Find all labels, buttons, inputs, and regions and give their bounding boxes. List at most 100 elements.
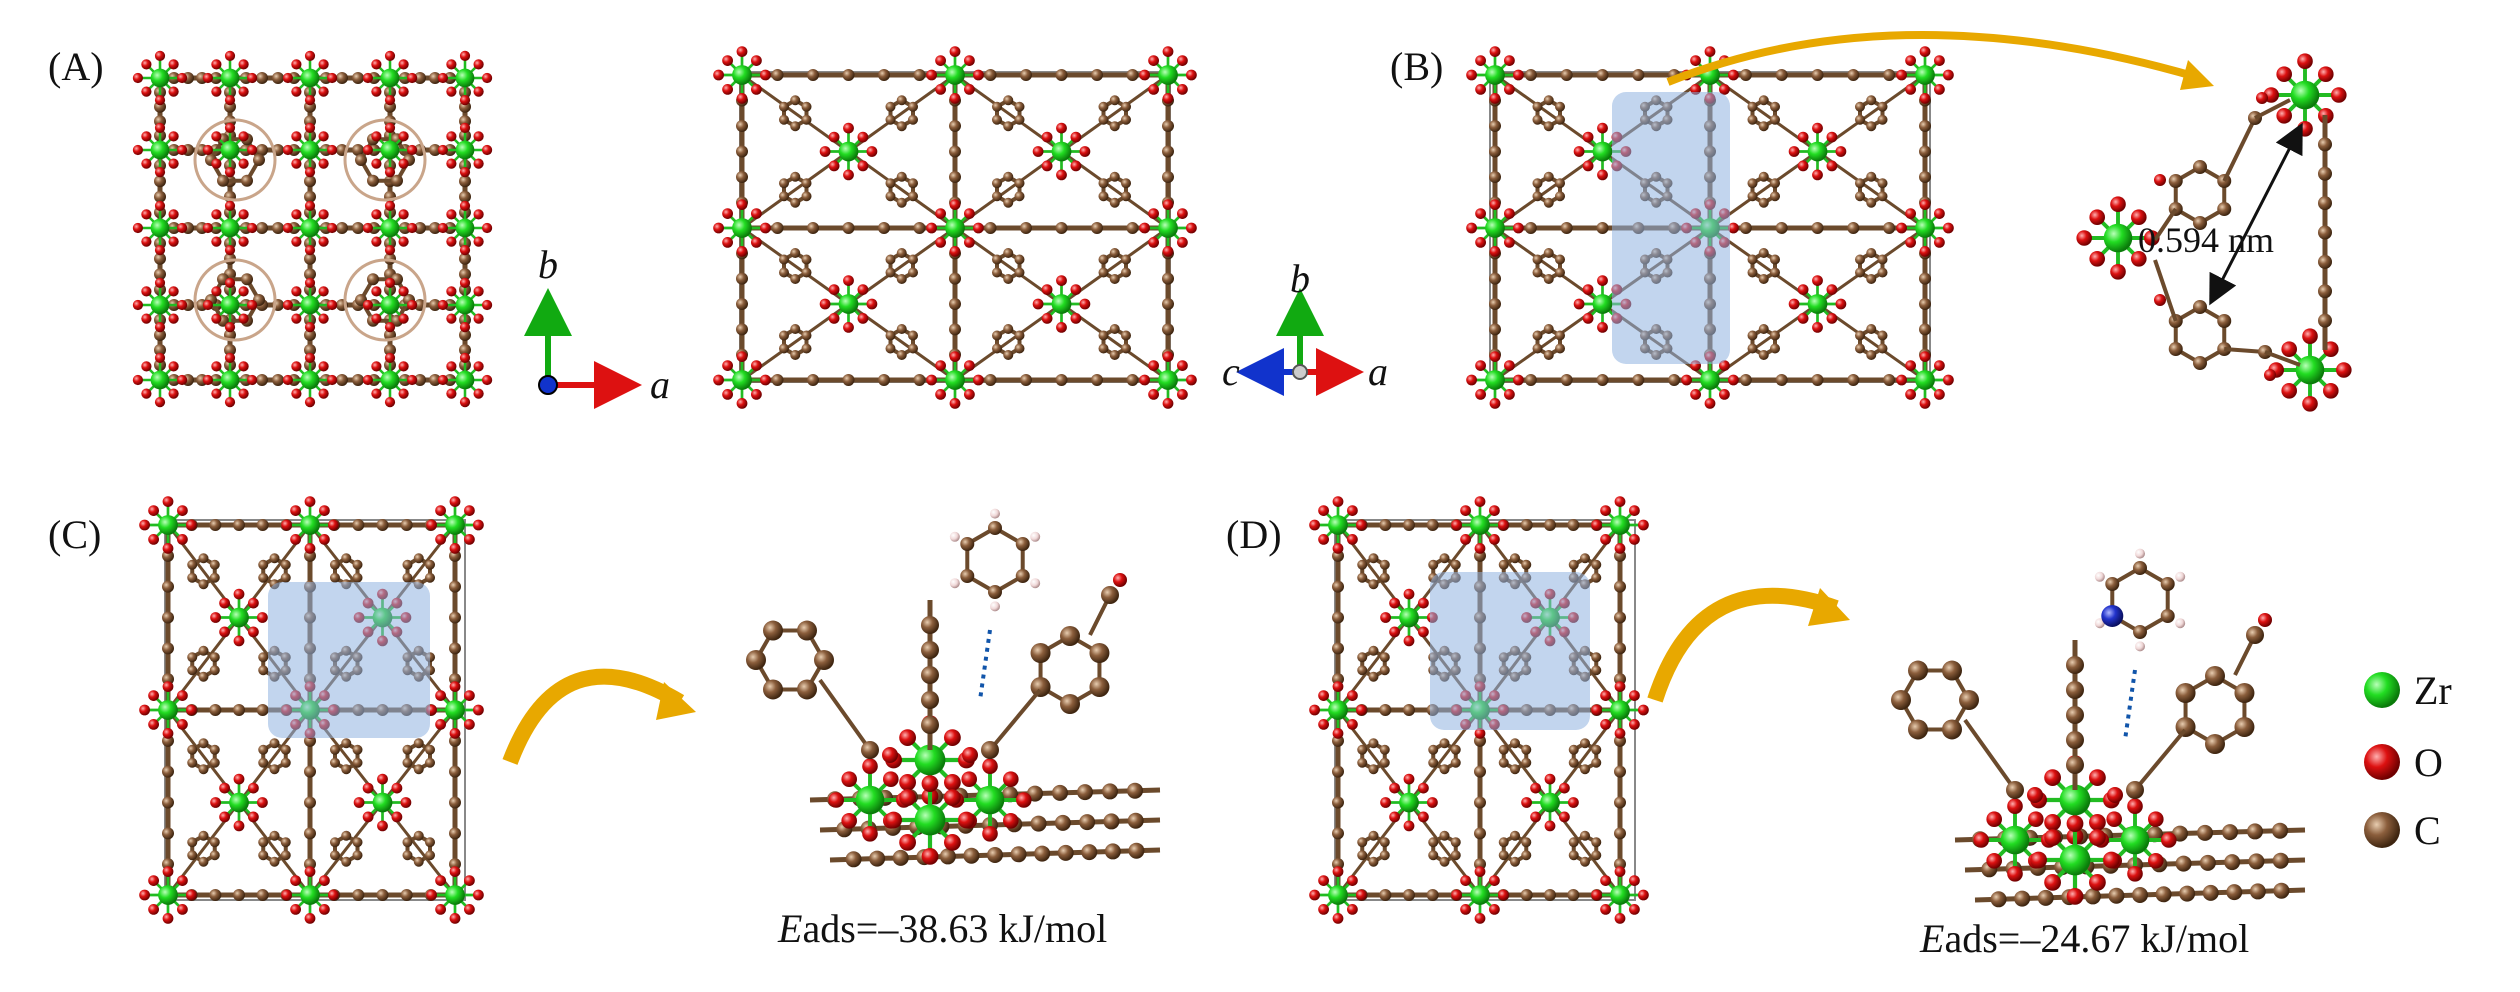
c-atom	[1877, 114, 1888, 125]
o-atom	[446, 313, 457, 324]
o-atom	[202, 144, 213, 156]
c-atom	[1959, 690, 1979, 710]
c-atom	[1543, 350, 1554, 360]
o-atom	[437, 144, 448, 156]
c-atom	[1854, 178, 1865, 189]
n-atom	[2101, 605, 2124, 627]
c-atom	[429, 299, 441, 311]
o-atom	[473, 131, 484, 142]
c-atom	[2318, 225, 2332, 240]
o-atom	[177, 534, 188, 545]
o-atom	[219, 782, 231, 794]
o-atom	[2276, 66, 2292, 82]
o-atom	[1318, 904, 1329, 915]
zr-atom	[455, 295, 475, 315]
c-atom	[1368, 579, 1379, 590]
c-atom	[2066, 731, 2084, 749]
o-atom	[233, 820, 245, 832]
c-atom	[2202, 884, 2219, 901]
c-atom	[1747, 343, 1758, 354]
zr-atom	[1399, 607, 1419, 628]
c-atom	[269, 764, 280, 775]
o-atom	[319, 875, 330, 886]
c-atom	[1510, 553, 1520, 564]
c-atom	[269, 830, 280, 841]
c-atom	[801, 330, 812, 341]
c-atom	[1854, 254, 1865, 265]
o-atom	[2131, 209, 2147, 225]
c-atom	[949, 323, 961, 336]
o-atom	[473, 889, 484, 901]
o-atom	[1347, 690, 1358, 701]
c-atom	[2175, 717, 2196, 737]
c-atom	[425, 559, 436, 570]
c-atom	[1109, 197, 1120, 208]
c-atom	[2249, 883, 2266, 900]
c-atom	[1775, 222, 1788, 234]
zr-atom	[1051, 141, 1072, 162]
o-atom	[1614, 866, 1626, 877]
o-atom	[2007, 798, 2023, 814]
c-atom	[376, 889, 389, 901]
o-atom	[1614, 913, 1626, 924]
o-atom	[1582, 313, 1594, 324]
o-atom	[435, 904, 446, 915]
c-atom	[984, 374, 997, 386]
c-atom	[258, 652, 269, 663]
c-atom	[1379, 572, 1390, 583]
c-atom	[425, 744, 436, 755]
o-atom	[1719, 84, 1730, 95]
o-atom	[1559, 811, 1570, 823]
c-atom	[256, 144, 268, 156]
o-atom	[1162, 246, 1174, 257]
o-atom	[202, 299, 213, 311]
panel-c-label: (C)	[48, 512, 101, 557]
c-atom	[913, 222, 926, 234]
o-atom	[211, 236, 222, 247]
c-atom	[1089, 677, 1110, 697]
c-atom	[1770, 254, 1781, 265]
c-atom	[801, 267, 812, 278]
c-atom	[2217, 314, 2232, 328]
c-atom	[253, 154, 265, 166]
o-atom	[1597, 275, 1608, 286]
c-atom	[1919, 298, 1931, 310]
c-atom	[280, 572, 291, 583]
c-atom	[984, 69, 997, 81]
c-atom	[1555, 191, 1566, 202]
c-atom	[1555, 267, 1566, 278]
o-atom	[407, 72, 418, 84]
c-atom	[1357, 850, 1368, 861]
c-atom	[1332, 765, 1344, 778]
c-atom	[329, 559, 340, 570]
zr-atom	[1915, 218, 1935, 238]
c-atom	[1020, 69, 1032, 81]
c-atom	[801, 101, 812, 112]
o-atom	[446, 209, 457, 220]
c-atom	[376, 519, 389, 531]
o-atom	[949, 46, 961, 57]
o-atom	[1332, 913, 1344, 924]
c-atom	[209, 519, 222, 531]
c-atom	[1014, 343, 1025, 354]
c-atom	[885, 178, 896, 189]
o-atom	[482, 374, 493, 386]
c-atom	[1521, 850, 1532, 861]
c-atom	[352, 889, 365, 901]
legend-c-swatch	[2364, 812, 2400, 848]
zoom-arrow-b-head	[2180, 60, 2214, 90]
c-atom	[241, 174, 253, 187]
c-atom	[896, 121, 907, 132]
o-atom	[1032, 146, 1044, 157]
c-atom	[391, 174, 403, 187]
o-atom	[961, 771, 977, 787]
o-atom	[1582, 284, 1594, 295]
c-atom	[1877, 101, 1888, 112]
c-atom	[1877, 330, 1888, 341]
c-atom	[908, 254, 919, 265]
o-atom	[247, 222, 258, 234]
c-atom	[921, 641, 939, 659]
ring-shadow	[193, 118, 277, 202]
c-atom	[198, 738, 209, 749]
